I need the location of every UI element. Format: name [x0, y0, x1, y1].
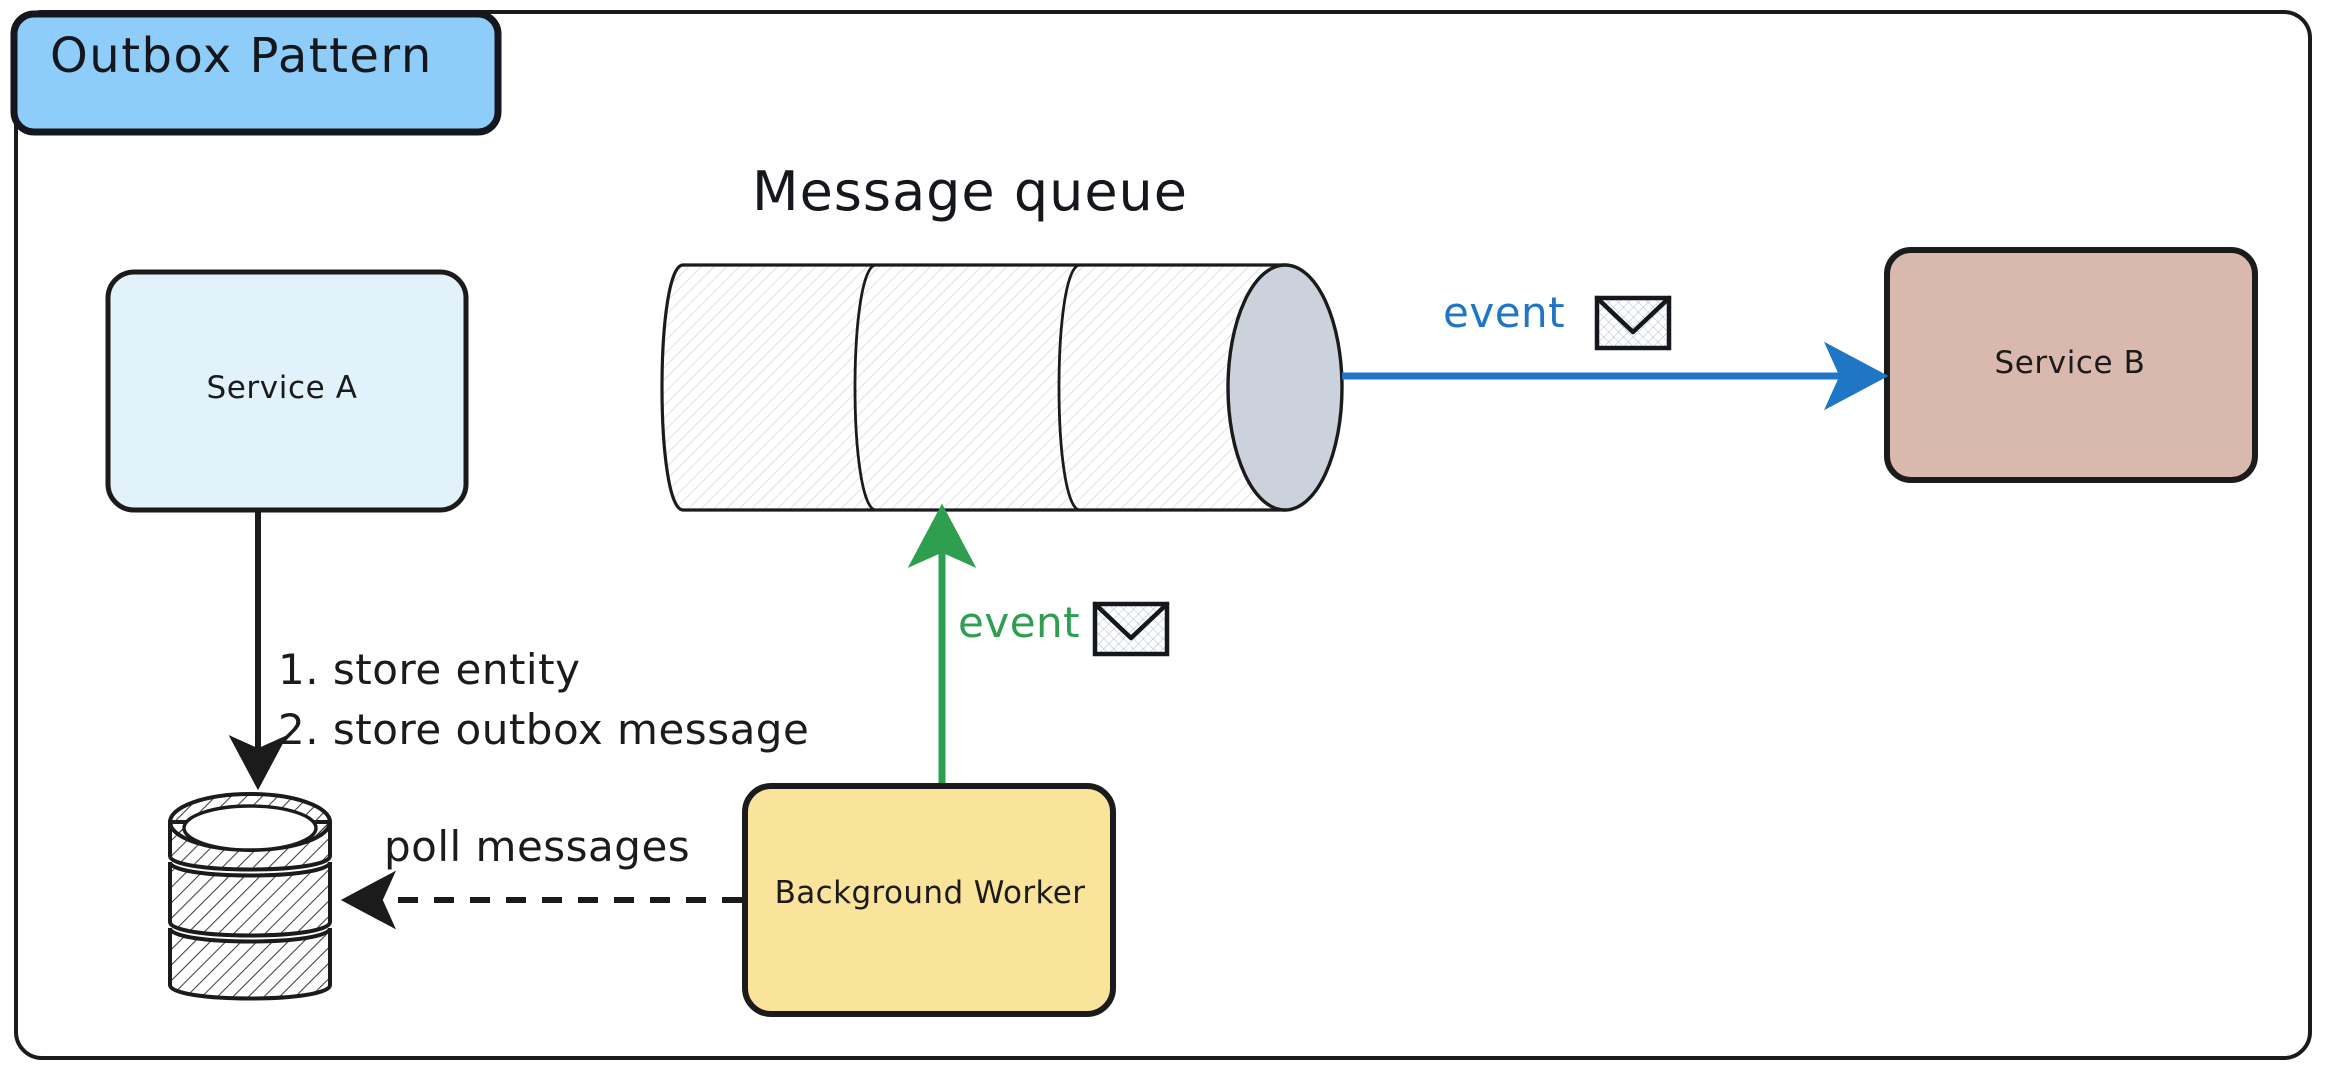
- node-background-worker[interactable]: [742, 783, 1116, 1017]
- envelope-icon: [1092, 601, 1170, 657]
- title-badge: [10, 10, 502, 136]
- node-database[interactable]: [168, 792, 332, 1001]
- node-service-b[interactable]: [1884, 247, 2258, 483]
- node-service-a[interactable]: [105, 269, 469, 513]
- envelope-icon: [1594, 295, 1672, 351]
- diagram-frame: [14, 10, 2312, 1060]
- node-message-queue[interactable]: [660, 263, 1344, 512]
- queue-right-cap: [1226, 263, 1344, 512]
